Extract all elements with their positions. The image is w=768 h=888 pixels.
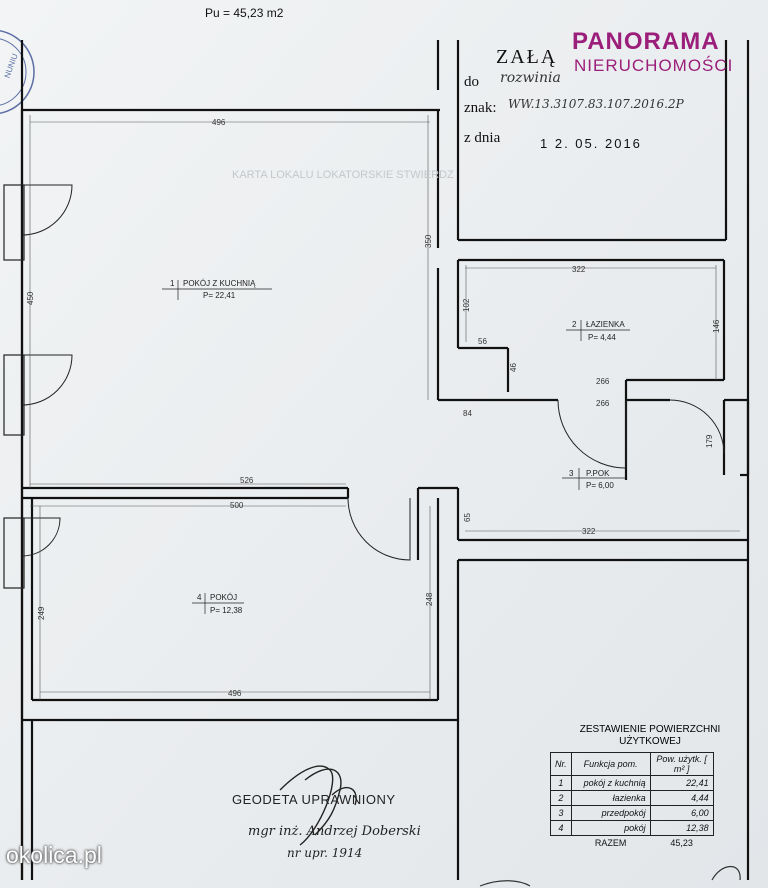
room-label: 2 ŁAZIENKA P= 4,44 bbox=[566, 320, 630, 342]
corner-scribble bbox=[479, 865, 741, 887]
col-nr: Nr. bbox=[550, 752, 572, 776]
dim-label: 322 bbox=[572, 265, 586, 274]
dim-label: 56 bbox=[478, 337, 487, 346]
cell-func: pokój z kuchnią bbox=[570, 775, 651, 791]
signature-name: mgr inż. Andrzej Doberski bbox=[248, 824, 421, 839]
svg-text:1: 1 bbox=[170, 279, 175, 288]
logo-line2: NIERUCHOMOŚCI bbox=[574, 56, 734, 75]
dim-label: 500 bbox=[230, 501, 244, 510]
svg-text:3: 3 bbox=[569, 469, 574, 478]
total-label: RAZEM bbox=[594, 838, 627, 848]
summary-title: ZESTAWIENIE POWIERZCHNI UŻYTKOWEJ bbox=[579, 724, 721, 747]
col-func: Funkcja pom. bbox=[570, 752, 651, 776]
dim-label: 266 bbox=[596, 399, 610, 408]
cell-area: 12,38 bbox=[649, 820, 714, 836]
summary-header-row: Nr. Funkcja pom. Pow. użytk. [ m² ] bbox=[550, 752, 714, 776]
room-label: 4 POKÓJ P= 12,38 bbox=[192, 593, 244, 615]
cell-nr: 3 bbox=[550, 805, 572, 821]
cell-area: 22,41 bbox=[649, 775, 714, 791]
panorama-logo: PANORAMA NIERUCHOMOŚCI bbox=[572, 28, 733, 76]
dim-label: 350 bbox=[424, 234, 433, 248]
to-value: rozwinia bbox=[500, 70, 561, 86]
dim-label: 322 bbox=[582, 527, 596, 536]
dim-label: 179 bbox=[705, 434, 714, 448]
dim-label: 46 bbox=[509, 363, 518, 372]
svg-text:2: 2 bbox=[572, 320, 577, 329]
cell-func: łazienka bbox=[570, 790, 651, 806]
total-row: RAZEM 45,23 bbox=[551, 836, 714, 851]
date-label: z dnia bbox=[464, 130, 501, 146]
attachment-title: ZAŁĄ bbox=[496, 46, 558, 68]
date-value: 1 2. 05. 2016 bbox=[540, 136, 642, 151]
dimension-labels: 496 350 450 322 102 56 46 146 84 266 266… bbox=[26, 118, 721, 698]
dimension-lines bbox=[29, 115, 740, 700]
room-label: 3 P.POK P= 6,00 bbox=[562, 468, 626, 490]
svg-text:POKÓJ Z KUCHNIĄ: POKÓJ Z KUCHNIĄ bbox=[183, 279, 256, 288]
total-area: Pu = 45,23 m2 bbox=[205, 6, 284, 20]
table-row: 3 przedpokój 6,00 bbox=[550, 805, 714, 821]
walls bbox=[20, 40, 750, 880]
col-area: Pow. użytk. [ m² ] bbox=[649, 752, 714, 776]
sign-value: WW.13.3107.83.107.2016.2P bbox=[508, 97, 684, 111]
door-arcs bbox=[21, 184, 725, 561]
total-value: 45,23 bbox=[670, 838, 693, 848]
dim-label: 65 bbox=[463, 513, 472, 522]
cell-func: przedpokój bbox=[570, 805, 651, 821]
cell-area: 6,00 bbox=[649, 805, 714, 821]
windows bbox=[3, 184, 25, 589]
svg-text:ŁAZIENKA: ŁAZIENKA bbox=[586, 320, 625, 329]
table-row: 1 pokój z kuchnią 22,41 bbox=[550, 775, 714, 791]
cell-area: 4,44 bbox=[649, 790, 714, 806]
signature-license: nr upr. 1914 bbox=[287, 846, 363, 860]
dim-label: 450 bbox=[26, 291, 35, 305]
faint-stamp-text: KARTA LOKALU LOKATORSKIE STWIERDZ bbox=[232, 169, 454, 181]
svg-text:4: 4 bbox=[197, 593, 202, 602]
dim-label: 496 bbox=[228, 689, 242, 698]
dim-label: 248 bbox=[425, 592, 434, 606]
svg-text:P= 6,00: P= 6,00 bbox=[586, 481, 614, 490]
svg-text:POKÓJ: POKÓJ bbox=[210, 593, 237, 602]
summary-table: Nr. Funkcja pom. Pow. użytk. [ m² ] 1 po… bbox=[550, 752, 714, 850]
watermark: okolica.pl bbox=[6, 842, 102, 868]
cell-func: pokój bbox=[570, 820, 651, 836]
cell-nr: 2 bbox=[550, 790, 572, 806]
logo-line1: PANORAMA bbox=[572, 28, 720, 55]
cell-nr: 4 bbox=[550, 820, 572, 836]
room-label: 1 POKÓJ Z KUCHNIĄ P= 22,41 bbox=[162, 279, 272, 300]
table-row: 2 łazienka 4,44 bbox=[550, 790, 714, 806]
cell-nr: 1 bbox=[550, 775, 572, 791]
svg-text:P= 22,41: P= 22,41 bbox=[203, 291, 236, 300]
room-labels: 1 POKÓJ Z KUCHNIĄ P= 22,41 2 ŁAZIENKA P=… bbox=[162, 279, 630, 615]
sign-label: znak: bbox=[464, 100, 497, 116]
dim-label: 496 bbox=[212, 118, 226, 127]
dim-label: 102 bbox=[462, 298, 471, 312]
dim-label: 249 bbox=[37, 606, 46, 620]
svg-text:P= 12,38: P= 12,38 bbox=[210, 606, 243, 615]
signature-scribble bbox=[279, 765, 357, 846]
dim-label: 526 bbox=[240, 476, 254, 485]
svg-text:P.POK: P.POK bbox=[586, 469, 610, 478]
svg-text:P= 4,44: P= 4,44 bbox=[588, 333, 616, 342]
dim-label: 266 bbox=[596, 377, 610, 386]
to-label: do bbox=[464, 74, 479, 90]
dim-label: 146 bbox=[712, 319, 721, 333]
table-row: 4 pokój 12,38 bbox=[550, 820, 714, 836]
dim-label: 84 bbox=[463, 409, 472, 418]
signature-role: GEODETA UPRAWNIONY bbox=[232, 792, 396, 807]
